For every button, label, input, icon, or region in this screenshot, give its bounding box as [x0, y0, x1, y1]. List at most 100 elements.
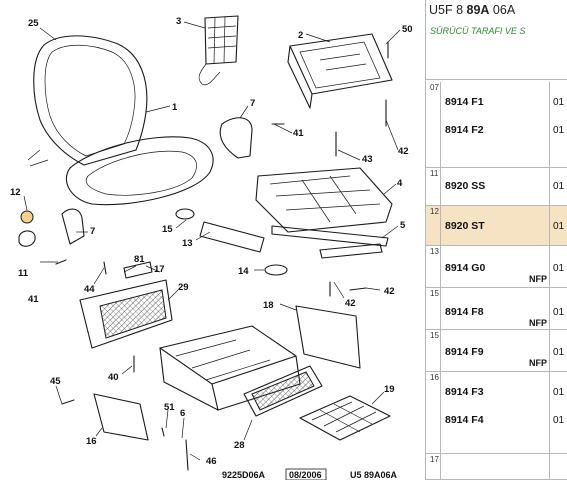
- trim-bar-part: [199, 221, 265, 253]
- footer-left-code: 9225D06A: [222, 470, 266, 480]
- nfp-flag: NFP: [529, 318, 547, 328]
- callout-40: 40: [108, 372, 119, 383]
- callout-7-lower: 7: [90, 226, 95, 237]
- part-quantity: 01: [553, 221, 565, 232]
- leader-lines: [23, 21, 401, 461]
- callout-41-lower: 41: [28, 294, 39, 305]
- column-divider: [549, 82, 550, 167]
- callout-6: 6: [180, 408, 185, 419]
- callout-42-right: 42: [384, 286, 395, 297]
- side-cover-part: [295, 305, 361, 369]
- exploded-parts-diagram: 25 1 3 2 50 7 41 42 43 4 5 12 7 15 13 11…: [10, 15, 413, 480]
- callout-81: 81: [134, 254, 145, 265]
- part-quantity: 01: [553, 387, 565, 398]
- side-rail-part: [271, 225, 389, 259]
- column-divider: [440, 168, 441, 205]
- bolts: [55, 41, 389, 471]
- mesh-panel-part: [79, 279, 173, 349]
- row-group-number: 15: [430, 331, 439, 340]
- footer-right-code: U5 89A06A: [350, 470, 398, 480]
- callout-13: 13: [182, 238, 193, 249]
- column-divider: [549, 330, 550, 371]
- mesh-panel-28-part: [243, 365, 323, 417]
- handle-part: [264, 264, 288, 276]
- part-reference[interactable]: 8914 F3: [445, 386, 484, 398]
- column-divider: [549, 246, 550, 287]
- callout-5: 5: [400, 220, 406, 231]
- callout-45: 45: [50, 376, 61, 387]
- callout-43: 43: [362, 154, 373, 165]
- callout-1: 1: [172, 102, 178, 113]
- part-quantity: 01: [553, 263, 565, 274]
- callout-29: 29: [178, 282, 189, 293]
- callout-2: 2: [298, 30, 303, 41]
- nfp-flag: NFP: [529, 358, 547, 368]
- column-divider: [440, 206, 441, 245]
- part-reference[interactable]: 8914 F4: [445, 414, 484, 426]
- part-quantity: 01: [553, 125, 565, 136]
- parts-row[interactable]: 11 8920 SS 01: [426, 168, 567, 206]
- callout-15: 15: [162, 224, 173, 235]
- part-quantity: 01: [553, 181, 565, 192]
- part-quantity: 01: [553, 97, 565, 108]
- lumbar-grid-part: [198, 15, 239, 86]
- part-reference[interactable]: 8914 F2: [445, 124, 484, 136]
- small-knobs: [18, 210, 36, 247]
- column-divider: [440, 246, 441, 287]
- row-group-number: 11: [430, 169, 439, 178]
- part-reference[interactable]: 8914 F8: [445, 306, 484, 318]
- panel-header: U5F 8 89A 06A: [429, 3, 516, 17]
- part-reference[interactable]: 8914 F1: [445, 96, 484, 108]
- column-divider: [440, 82, 441, 167]
- column-divider: [440, 330, 441, 371]
- callout-7-upper: 7: [250, 98, 255, 109]
- knob-part: [175, 208, 195, 220]
- callout-18: 18: [263, 300, 274, 311]
- callout-28: 28: [234, 440, 245, 451]
- row-group-number: 13: [430, 247, 439, 256]
- callout-42-upper: 42: [398, 146, 409, 157]
- column-divider: [440, 288, 441, 329]
- plate-17-part: [123, 261, 153, 279]
- parts-row[interactable]: 12 8920 ST 01: [426, 206, 567, 246]
- part-quantity: 01: [553, 347, 565, 358]
- row-group-number: 15: [430, 289, 439, 298]
- part-quantity: 01: [553, 307, 565, 318]
- callout-51: 51: [164, 402, 175, 413]
- callout-12: 12: [10, 187, 21, 198]
- column-divider: [549, 168, 550, 205]
- callout-25: 25: [28, 18, 39, 29]
- parts-row[interactable]: 17: [426, 454, 567, 480]
- column-divider: [549, 206, 550, 245]
- column-divider: [440, 372, 441, 453]
- callout-numbers: 25 1 3 2 50 7 41 42 43 4 5 12 7 15 13 11…: [10, 16, 413, 467]
- part-reference[interactable]: 8920 ST: [445, 220, 485, 232]
- callout-11: 11: [18, 268, 29, 279]
- callout-41-upper: 41: [293, 128, 304, 139]
- diagram-footer: 9225D06A 08/2006 U5 89A06A: [222, 468, 398, 480]
- recliner-cover-part: [219, 117, 253, 159]
- lever-plate-part: [61, 208, 85, 245]
- row-group-number: 16: [430, 373, 439, 382]
- callout-3: 3: [176, 16, 181, 27]
- column-divider: [549, 288, 550, 329]
- row-group-number: 17: [430, 455, 439, 464]
- row-group-number: 12: [430, 207, 439, 216]
- part-reference[interactable]: 8914 G0: [445, 262, 486, 274]
- basket-part: [299, 395, 391, 441]
- nfp-flag: NFP: [529, 274, 547, 284]
- part-reference[interactable]: 8914 F9: [445, 346, 484, 358]
- part-reference[interactable]: 8920 SS: [445, 180, 486, 192]
- callout-16: 16: [86, 436, 97, 447]
- seat-frame-part: [255, 167, 393, 233]
- side-panel-16-part: [93, 393, 149, 441]
- column-divider: [440, 454, 441, 479]
- footer-date: 08/2006: [289, 470, 322, 480]
- callout-42-mid: 42: [345, 298, 356, 309]
